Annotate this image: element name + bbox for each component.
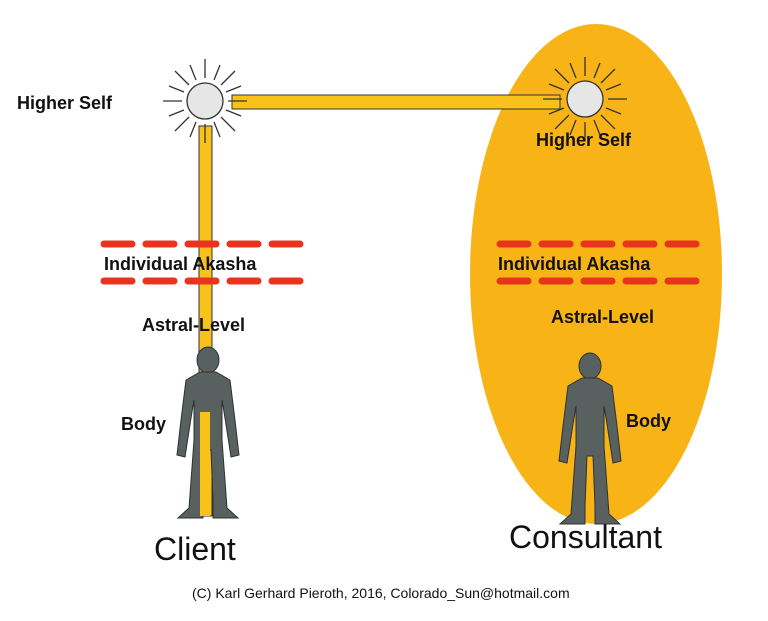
consultant-akasha-boundary	[496, 240, 704, 285]
consultant-higher-self-label: Higher Self	[536, 130, 632, 150]
client-label: Client	[154, 531, 236, 567]
consultant-aura	[470, 24, 722, 524]
sun-icon	[163, 59, 247, 143]
consultant-astral-label: Astral-Level	[551, 307, 654, 327]
client-akasha-label: Individual Akasha	[104, 254, 257, 274]
client-astral-label: Astral-Level	[142, 315, 245, 335]
consultant-label: Consultant	[509, 519, 662, 555]
horizontal-beam	[231, 94, 561, 110]
sun-icon	[543, 57, 627, 141]
copyright-text: (C) Karl Gerhard Pieroth, 2016, Colorado…	[192, 585, 570, 601]
consultant-body-label: Body	[626, 411, 671, 431]
client-akasha-boundary	[100, 240, 316, 285]
client-body-label: Body	[121, 414, 166, 434]
client-higher-self-label: Higher Self	[17, 93, 113, 113]
beam-through-body	[200, 412, 210, 516]
consultant-akasha-label: Individual Akasha	[498, 254, 651, 274]
